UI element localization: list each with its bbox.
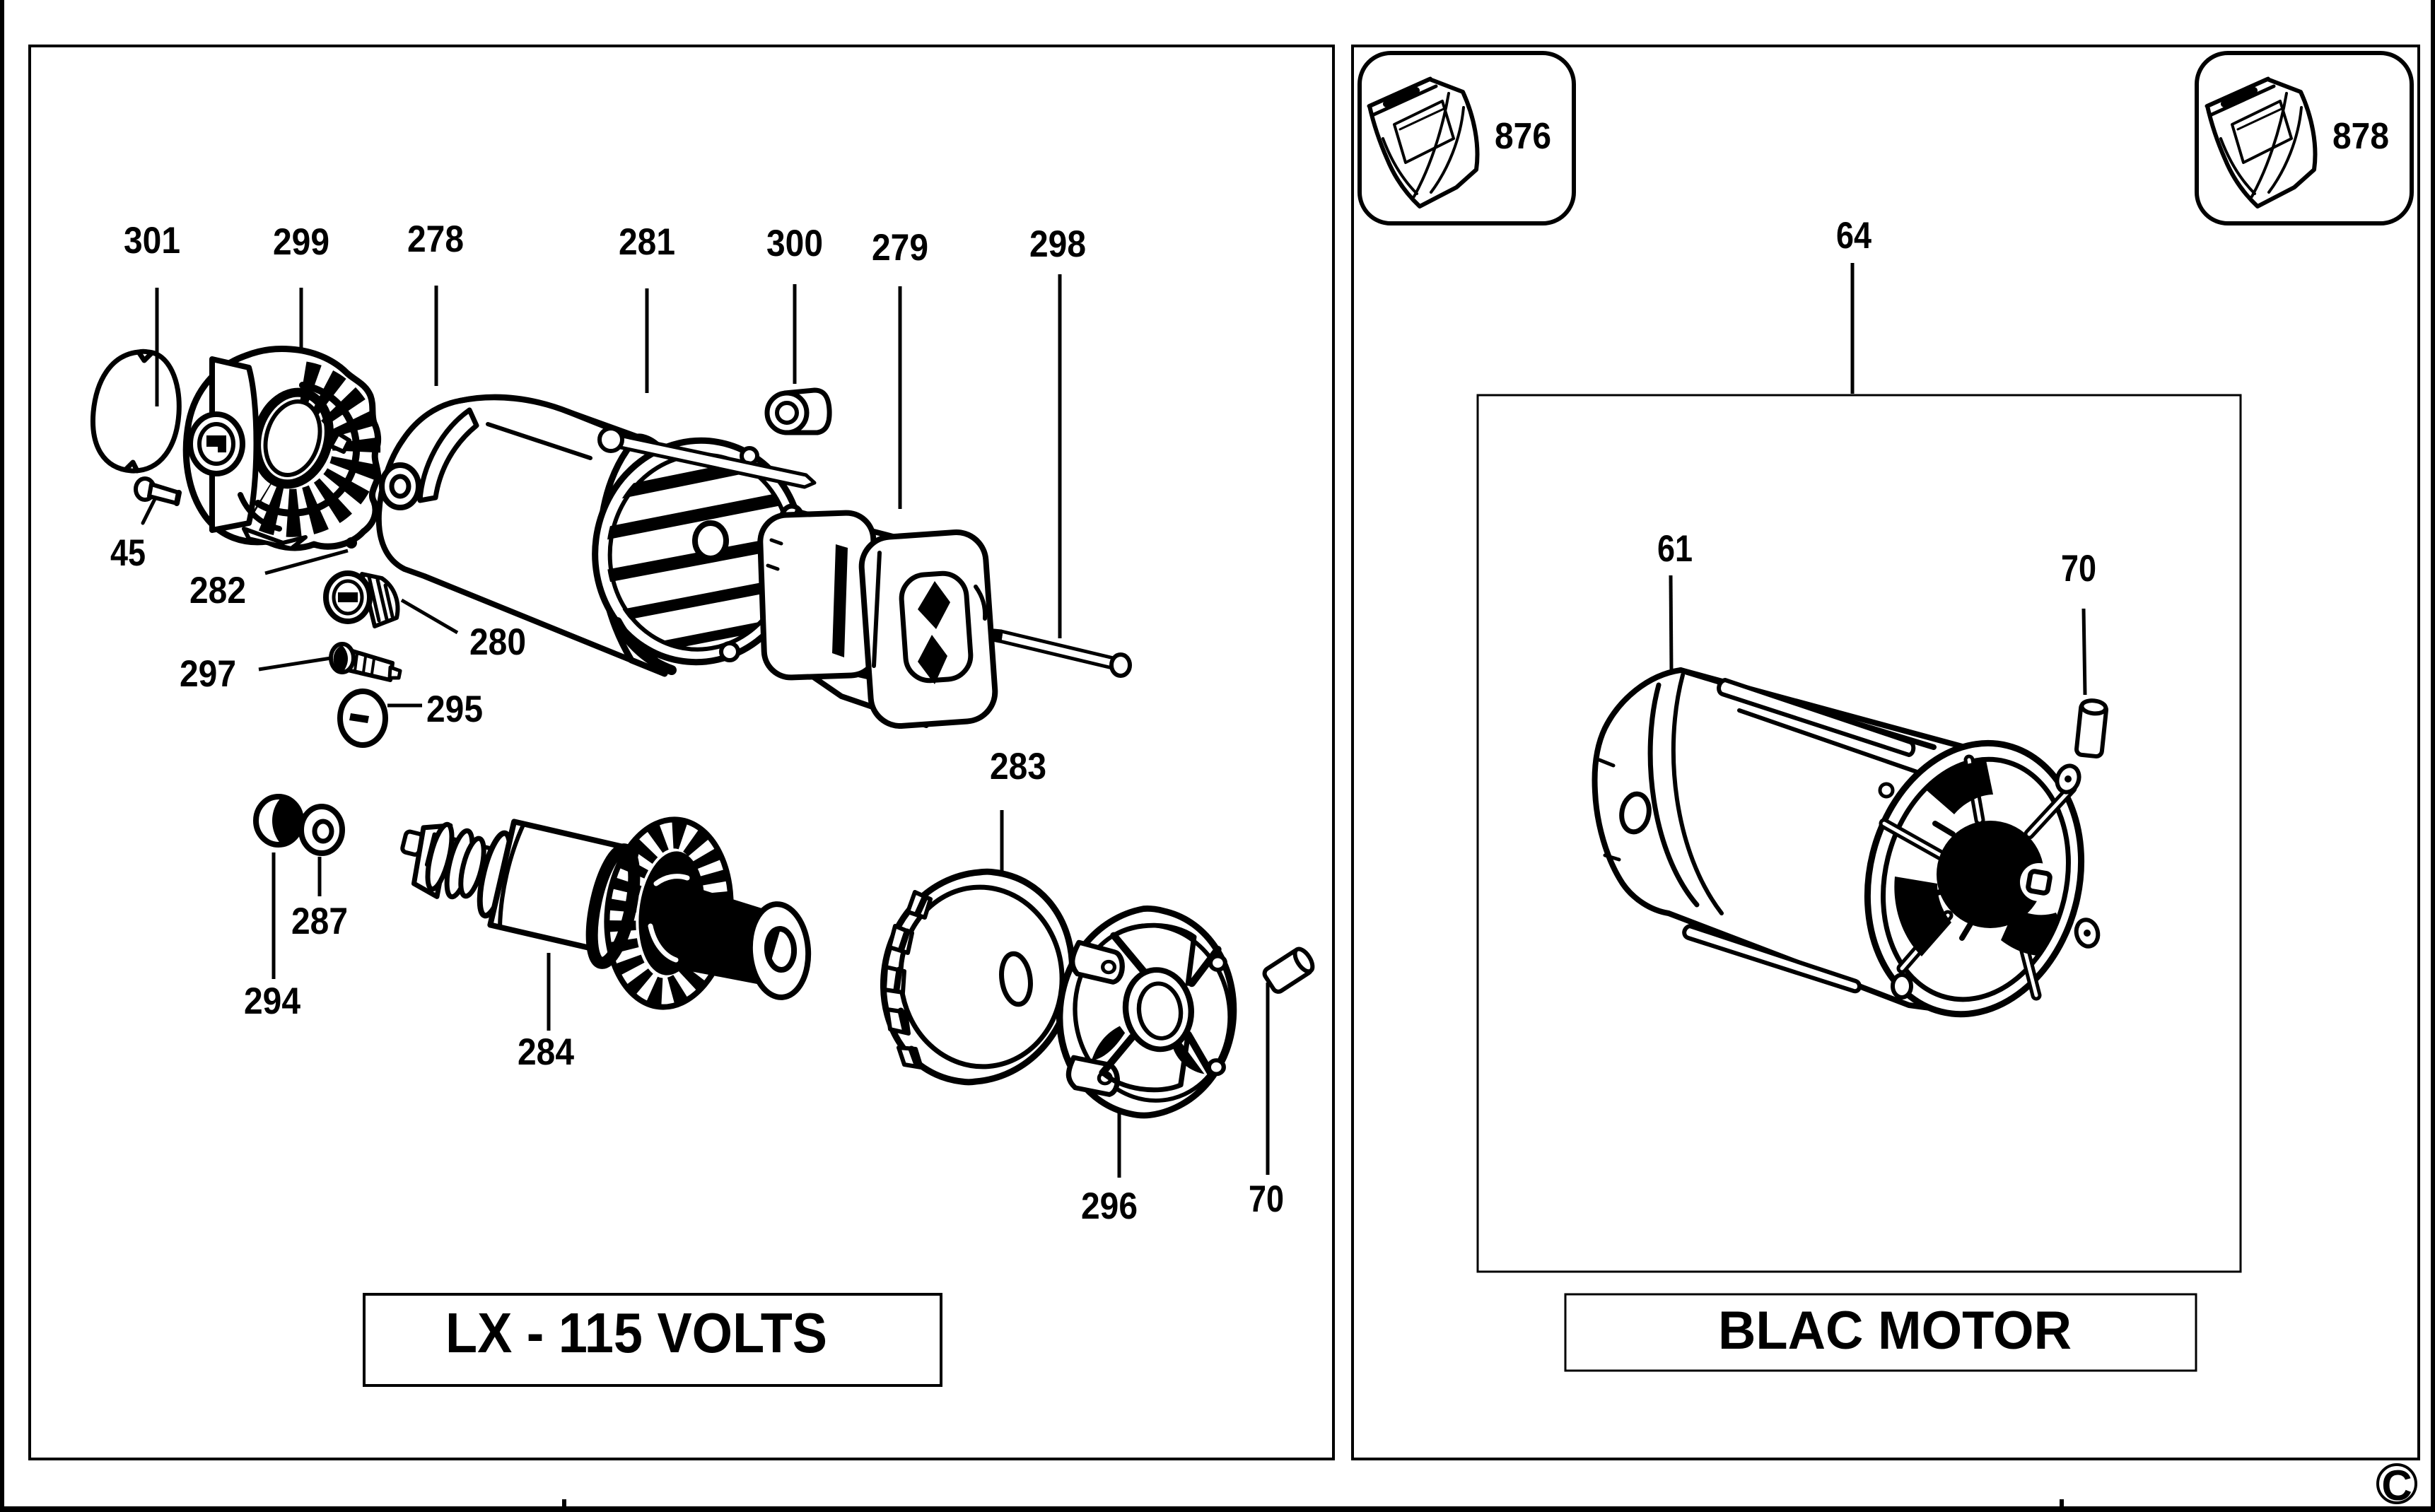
svg-text:297: 297 [180, 653, 236, 695]
svg-text:294: 294 [244, 980, 300, 1022]
svg-text:878: 878 [2332, 116, 2389, 157]
svg-text:BLAC MOTOR: BLAC MOTOR [1718, 1301, 2072, 1361]
svg-text:70: 70 [1249, 1178, 1284, 1220]
svg-text:281: 281 [619, 221, 675, 263]
svg-text:64: 64 [1836, 215, 1871, 257]
svg-text:45: 45 [110, 532, 146, 574]
svg-text:876: 876 [1495, 116, 1551, 157]
svg-text:61: 61 [1657, 528, 1693, 570]
svg-text:284: 284 [518, 1031, 574, 1073]
svg-text:LX - 115 VOLTS: LX - 115 VOLTS [445, 1301, 827, 1364]
svg-text:C: C [2381, 1462, 2412, 1509]
svg-text:301: 301 [124, 220, 180, 262]
svg-text:282: 282 [189, 570, 246, 611]
svg-text:295: 295 [426, 688, 483, 730]
svg-text:287: 287 [291, 901, 348, 942]
svg-text:70: 70 [2061, 548, 2096, 590]
svg-text:296: 296 [1081, 1185, 1138, 1227]
svg-text:280: 280 [469, 621, 526, 663]
svg-text:300: 300 [766, 223, 823, 264]
svg-text:283: 283 [990, 746, 1046, 787]
svg-text:279: 279 [872, 227, 928, 269]
svg-text:299: 299 [273, 221, 329, 263]
svg-text:278: 278 [407, 218, 464, 260]
svg-text:298: 298 [1029, 223, 1086, 265]
